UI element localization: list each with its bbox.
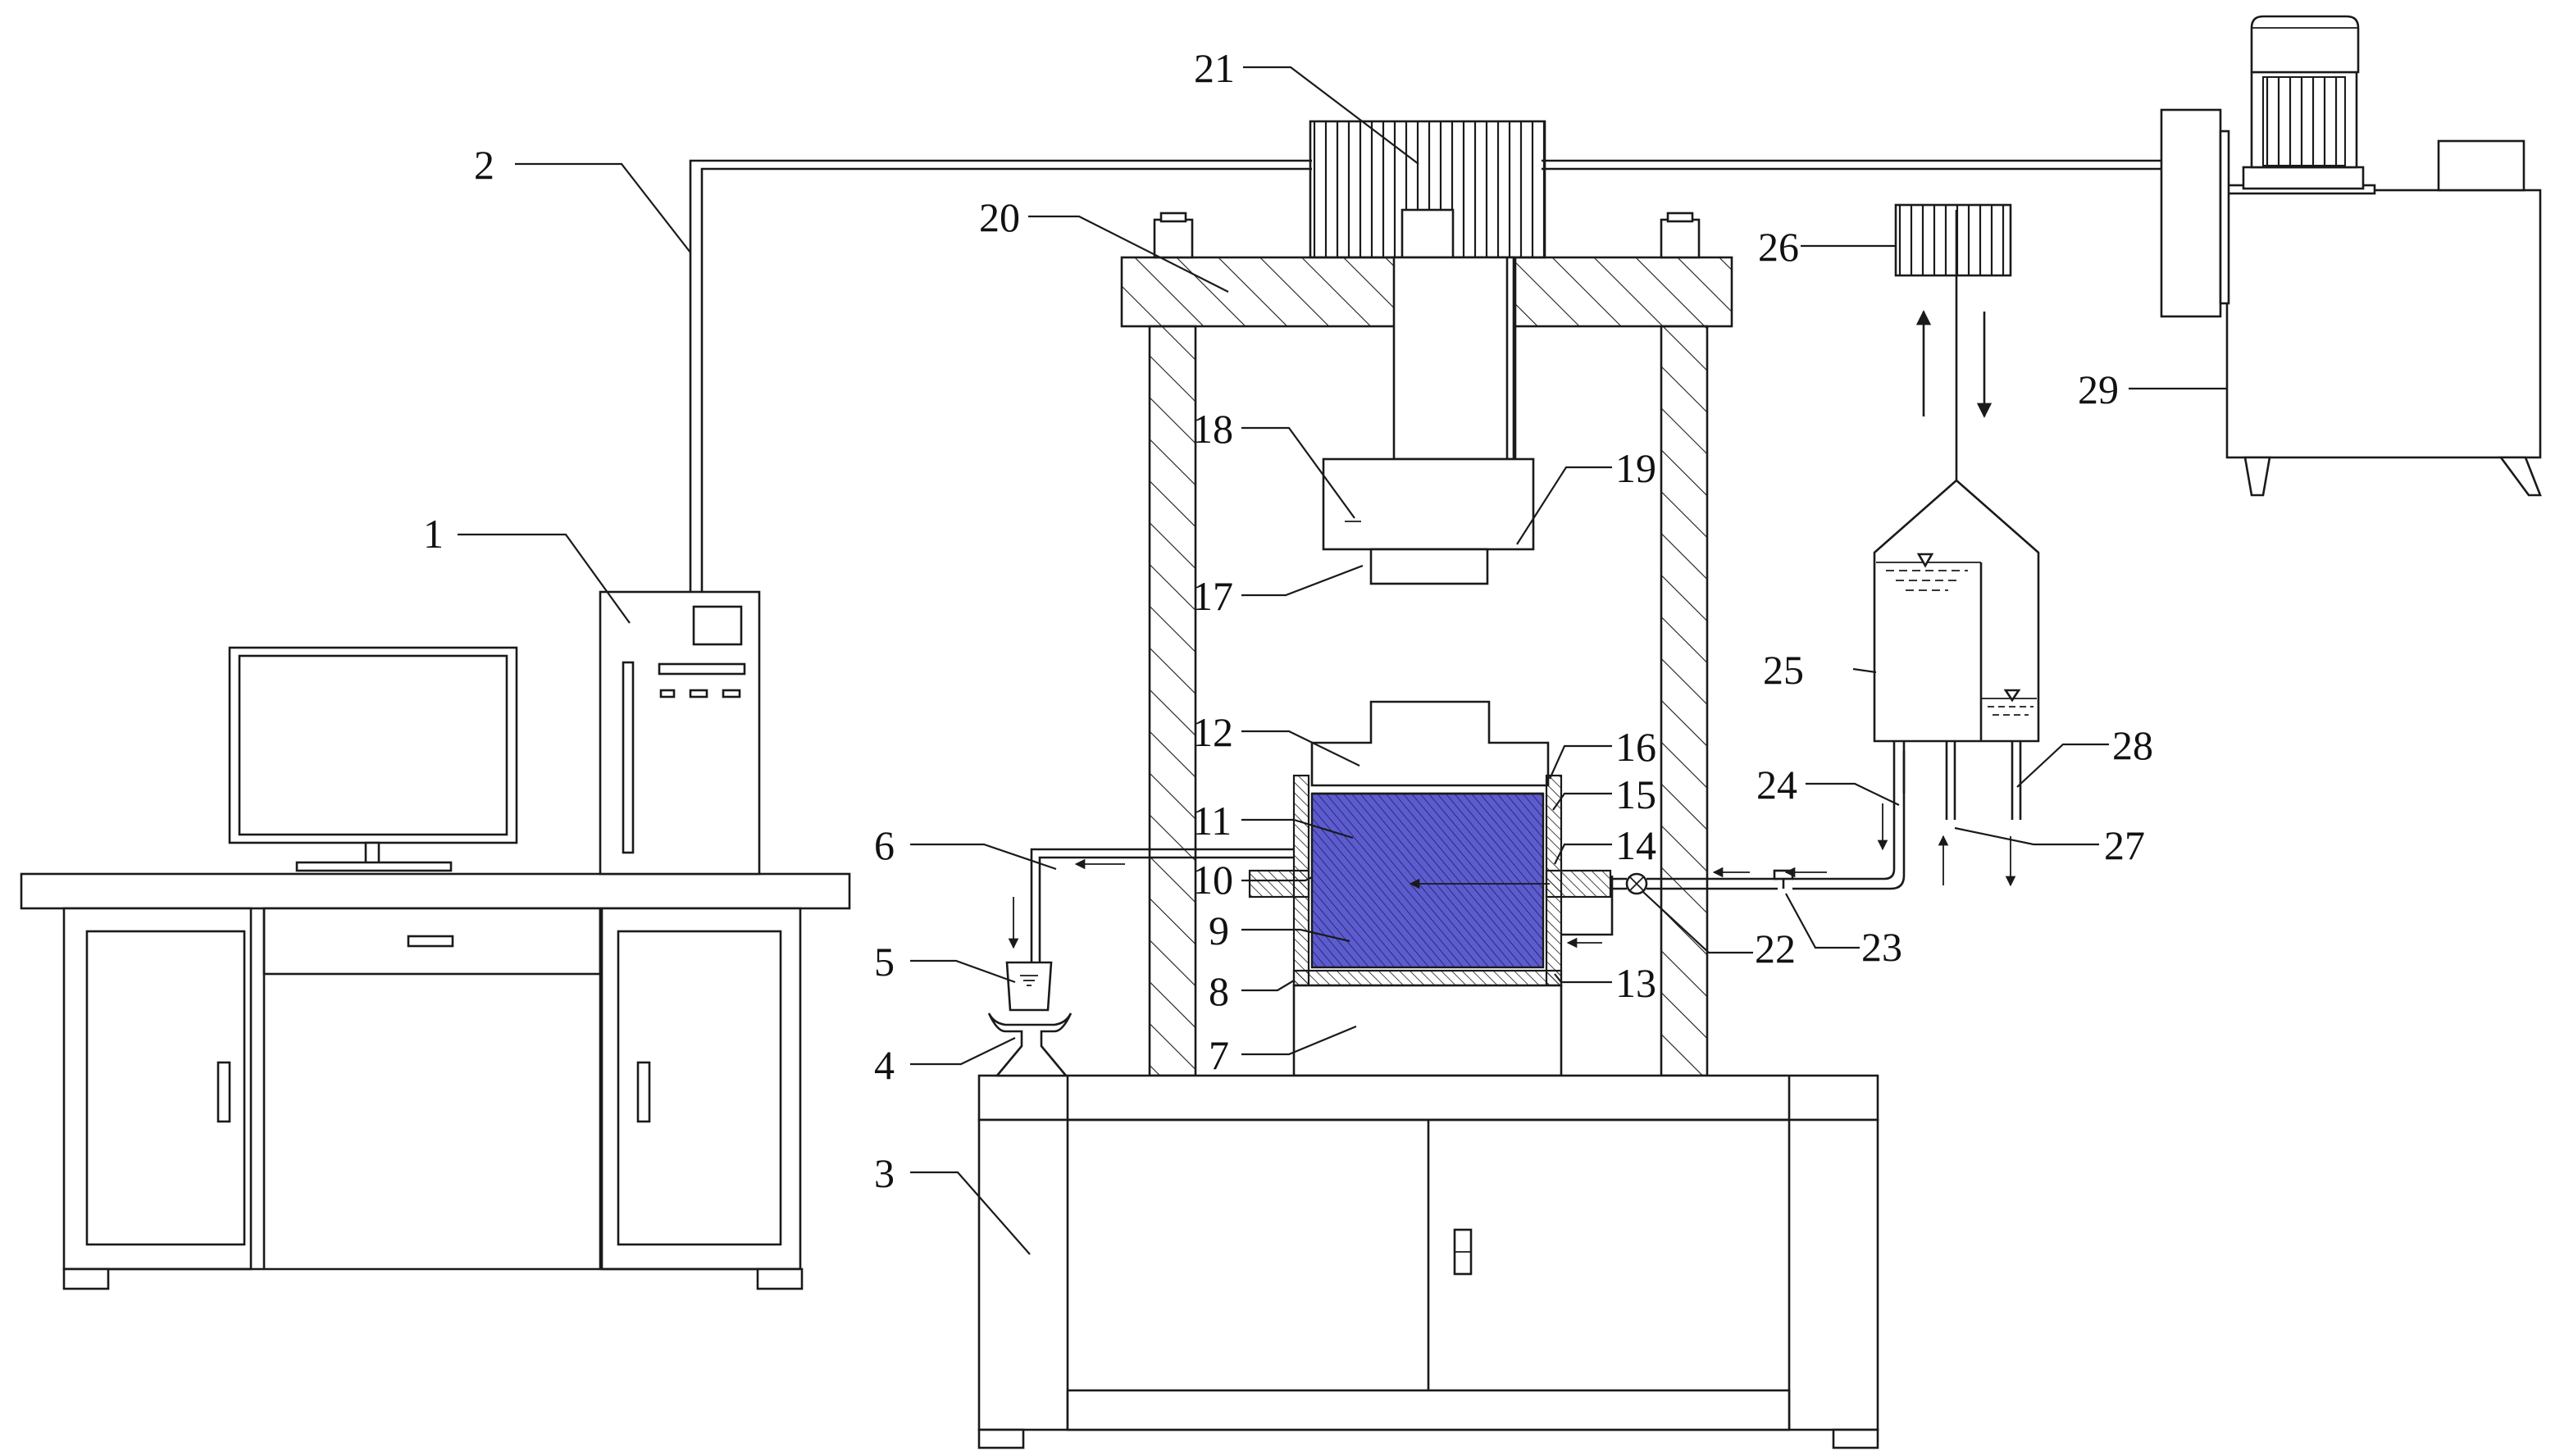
label-5: 5 (874, 939, 895, 985)
water-level-icon (1886, 553, 1968, 591)
label-26: 26 (1758, 224, 1799, 270)
label-24: 24 (1756, 762, 1797, 808)
computer-monitor-icon (228, 646, 518, 872)
base-cabinet (977, 1074, 1879, 1449)
label-28: 28 (2112, 722, 2153, 768)
label-25: 25 (1763, 647, 1804, 693)
label-19: 19 (1615, 445, 1656, 491)
computer-host-icon (599, 590, 761, 876)
electronic-balance (987, 1012, 1073, 1077)
label-29: 29 (2078, 366, 2119, 412)
label-3: 3 (874, 1150, 895, 1196)
label-9: 9 (1209, 908, 1229, 953)
shear-box (1248, 700, 1612, 1077)
load-cell (1322, 457, 1535, 585)
label-16: 16 (1615, 724, 1656, 770)
label-6: 6 (874, 822, 895, 868)
collection-beaker (1005, 961, 1053, 1012)
hydraulic-pump-icon (2160, 15, 2542, 497)
callout-labels: 1 2 3 4 5 6 7 8 9 10 11 12 13 14 15 16 1… (423, 45, 2153, 1196)
outflow-line (1008, 848, 1294, 967)
computer-desk (20, 872, 851, 1290)
label-2: 2 (474, 142, 494, 188)
label-21: 21 (1194, 45, 1235, 91)
label-23: 23 (1861, 924, 1902, 970)
label-17: 17 (1192, 573, 1233, 619)
water-level-icon (1988, 689, 2034, 716)
label-18: 18 (1192, 406, 1233, 452)
label-20: 20 (979, 194, 1020, 240)
leader-lines (458, 66, 2227, 1255)
label-13: 13 (1615, 960, 1656, 1006)
label-10: 10 (1192, 857, 1233, 903)
label-12: 12 (1192, 709, 1233, 755)
label-27: 27 (2104, 822, 2145, 868)
hydraulic-actuator (1309, 120, 1546, 548)
label-1: 1 (423, 511, 444, 557)
label-14: 14 (1615, 822, 1656, 868)
signal-cable (689, 159, 2161, 592)
inflow-line (1561, 751, 1906, 949)
label-15: 15 (1615, 771, 1656, 817)
label-8: 8 (1209, 968, 1229, 1014)
label-4: 4 (874, 1042, 895, 1088)
label-22: 22 (1755, 926, 1796, 971)
water-tank (1873, 203, 2040, 887)
label-11: 11 (1192, 798, 1232, 844)
label-7: 7 (1209, 1032, 1229, 1078)
